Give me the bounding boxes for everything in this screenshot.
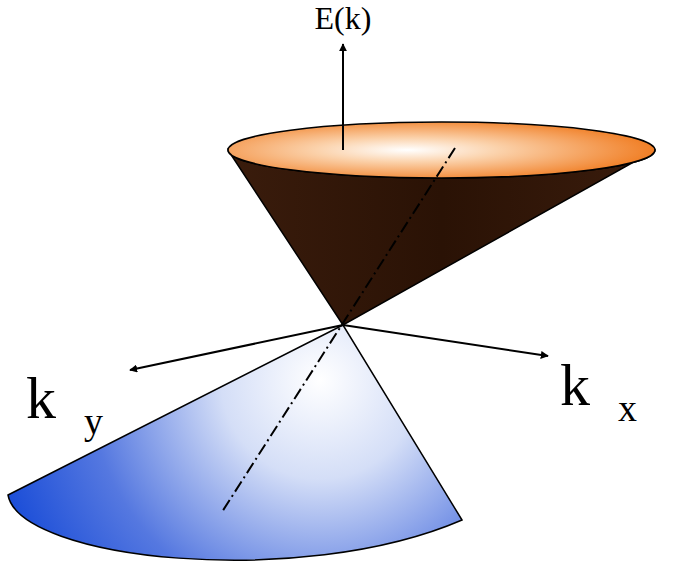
lower-cone <box>8 325 462 560</box>
axis-subscript: x <box>618 389 637 427</box>
axis-label: k <box>26 368 56 428</box>
energy-axis <box>342 44 344 150</box>
axis-label: E(k) <box>315 2 372 34</box>
cone-axis <box>222 148 455 512</box>
axis-label: k <box>560 355 590 415</box>
axis-subscript: y <box>84 402 103 440</box>
kx-axis <box>343 325 548 356</box>
ky-axis <box>130 325 343 370</box>
